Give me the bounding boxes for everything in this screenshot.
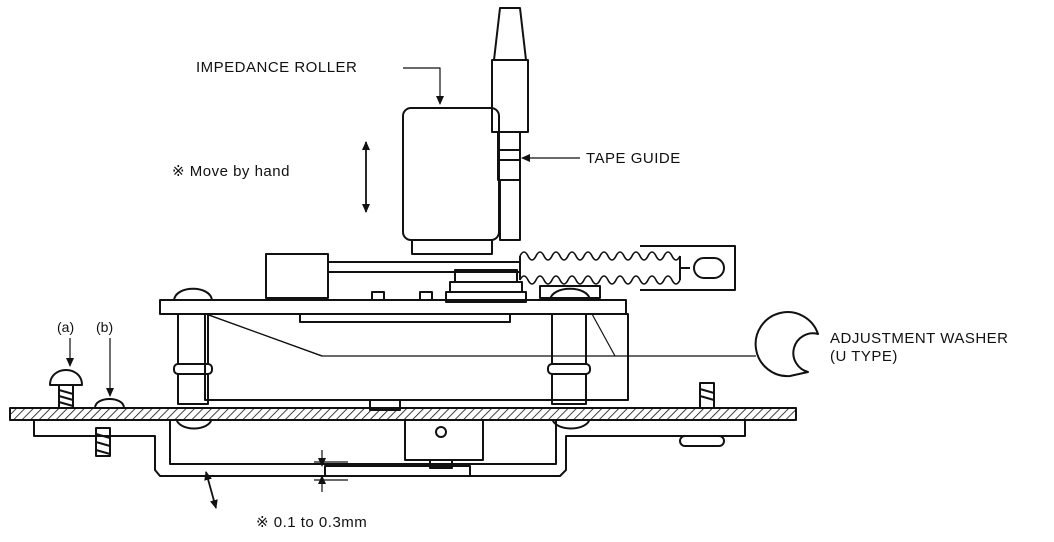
screw-b-label: (b) bbox=[96, 319, 113, 335]
left-post bbox=[173, 287, 213, 430]
chassis bbox=[9, 382, 797, 477]
screw-a-label: (a) bbox=[57, 319, 74, 335]
adjustment-washer-label: ADJUSTMENT WASHER bbox=[830, 330, 1009, 347]
move-by-hand-label: ※ Move by hand bbox=[172, 163, 290, 180]
tension-spring bbox=[519, 251, 681, 285]
guide-post bbox=[491, 7, 529, 241]
right-post bbox=[547, 287, 591, 430]
impedance-roller-label: IMPEDANCE ROLLER bbox=[196, 59, 357, 76]
adjustment-washer-type-label: (U TYPE) bbox=[830, 348, 898, 365]
clearance-label: ※ 0.1 to 0.3mm bbox=[256, 514, 367, 531]
tape-guide-label: TAPE GUIDE bbox=[586, 150, 681, 167]
base-plate bbox=[159, 291, 629, 401]
under-block bbox=[324, 399, 484, 477]
double-arrow-icon bbox=[204, 471, 218, 509]
spring-bracket bbox=[265, 245, 736, 303]
screw-a bbox=[49, 369, 83, 410]
leader-lines bbox=[66, 67, 756, 492]
adjustment-washer-icon bbox=[754, 311, 819, 378]
impedance-roller-body bbox=[402, 107, 500, 255]
